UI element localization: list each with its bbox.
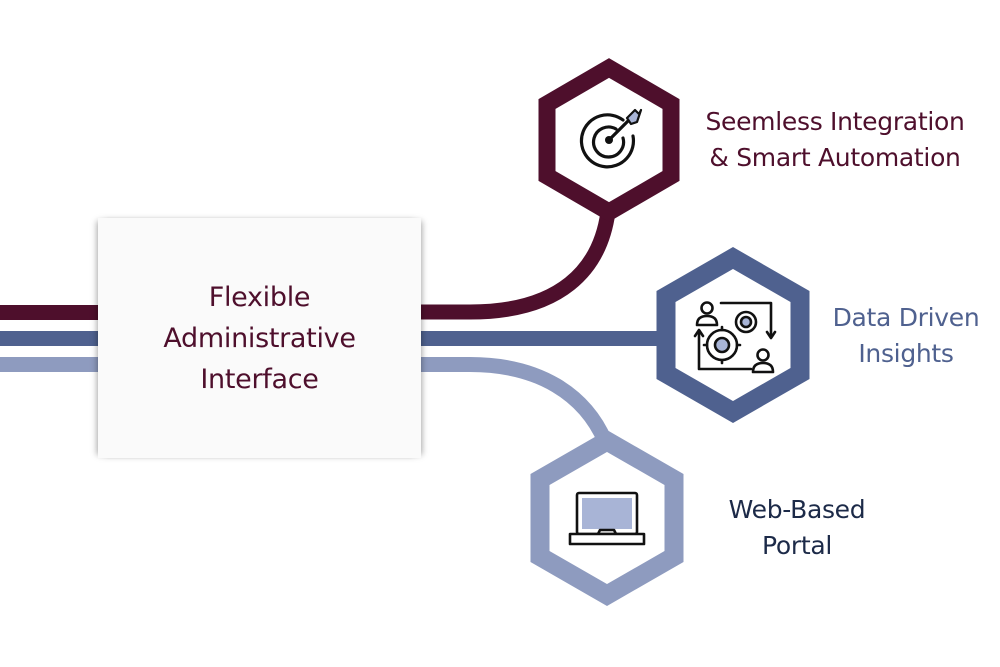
label-portal: Web-Based Portal [712,492,882,564]
hexagon-insights [656,247,810,423]
label-line: Seemless Integration [705,107,965,136]
label-line: Data Driven [832,303,980,332]
label-integration: Seemless Integration & Smart Automation [700,104,970,176]
label-line: Portal [761,531,833,560]
connector-portal [420,357,612,445]
label-line: Insights [858,339,954,368]
center-box: Flexible Administrative Interface [98,218,421,458]
label-insights: Data Driven Insights [826,300,986,372]
incoming-line-light-blue [0,357,100,372]
center-title: Flexible Administrative Interface [163,277,356,400]
center-title-line: Flexible [208,281,311,313]
laptop-icon [568,491,646,546]
users-gears-icon [693,301,777,374]
label-line: & Smart Automation [709,143,961,172]
incoming-line-maroon [0,305,100,320]
incoming-line-blue [0,331,100,346]
center-title-line: Interface [200,363,319,395]
hexagon-portal [530,430,684,606]
label-line: Web-Based [728,495,866,524]
connector-integration [420,210,616,320]
center-title-line: Administrative [163,322,356,354]
target-icon [579,108,643,169]
hexagon-integration [538,58,680,222]
